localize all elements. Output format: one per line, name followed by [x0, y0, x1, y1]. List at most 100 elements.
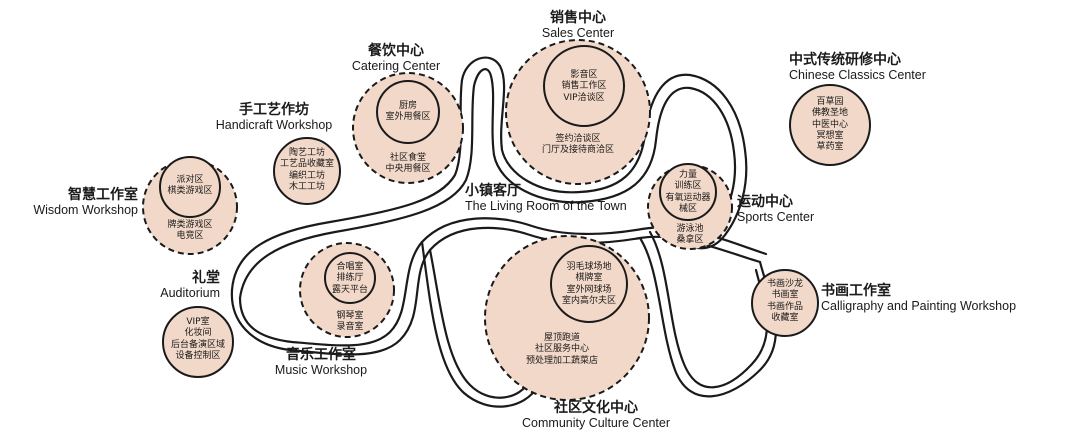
living-title-zh: 小镇客厅 [465, 183, 521, 199]
music-title-en: Music Workshop [274, 363, 368, 378]
list-item: 械区 [678, 203, 697, 214]
handicraft-title-zh: 手工艺作坊 [239, 102, 309, 118]
list-item: 中医中心 [811, 119, 848, 130]
list-item: 牌类游戏区 [167, 220, 213, 230]
wisdom-outer-list: 牌类游戏区 电竞区 [155, 220, 225, 243]
list-item: 收藏室 [771, 312, 799, 323]
auditorium-title-en: Auditorium [160, 286, 220, 301]
music-inner-ring [324, 252, 376, 304]
sports-outer-list: 游泳池 桑拿区 [660, 224, 720, 247]
list-item: 钢琴室 [336, 311, 364, 321]
list-item: 门厅及接待商洽区 [541, 145, 614, 156]
sales-title: 销售中心 Sales Center [532, 10, 624, 40]
list-item: 棋牌室 [575, 273, 603, 284]
calligraphy-ring [751, 269, 819, 337]
list-item: 室外网球场 [566, 284, 612, 295]
list-item: 工艺品收藏室 [279, 159, 334, 170]
flow-path-line-a [230, 56, 748, 292]
list-item: 桑拿区 [676, 235, 704, 246]
living-title: 小镇客厅 The Living Room of the Town [465, 183, 627, 213]
list-item: 销售工作区 [561, 81, 607, 92]
list-item: 派对区 [176, 175, 204, 185]
sports-inner-ring [659, 163, 717, 221]
wisdom-title-zh: 智慧工作室 [68, 187, 138, 203]
flow-path-line-d [238, 217, 768, 347]
list-item: 百草园 [816, 97, 844, 107]
wisdom-inner-ring [159, 156, 221, 218]
list-item: 佛教圣地 [811, 108, 848, 119]
chinese-ring [789, 84, 871, 166]
list-item: 屋顶跑道 [543, 333, 580, 343]
list-item: 书画室 [771, 290, 799, 301]
calligraphy-title-en: Calligraphy and Painting Workshop [821, 299, 1017, 314]
catering-title: 餐饮中心 Catering Center [344, 43, 448, 73]
list-item: 力量 [678, 170, 697, 180]
list-item: 设备控制区 [175, 350, 221, 361]
sales-outer-list: 签约洽谈区 门厅及接待商洽区 [528, 134, 628, 157]
chinese-title-zh: 中式传统研修中心 [789, 52, 901, 68]
wisdom-inner-list: 派对区 棋类游戏区 [155, 175, 225, 198]
living-title-en: The Living Room of the Town [465, 199, 627, 214]
auditorium-title-zh: 礼堂 [192, 270, 220, 286]
list-item: 影音区 [570, 70, 598, 80]
list-item: 游泳池 [676, 224, 704, 234]
list-item: 预处理加工蔬菜店 [525, 355, 598, 366]
list-item: 露天平台 [331, 284, 368, 295]
catering-title-en: Catering Center [351, 59, 441, 74]
flow-path-line-b [238, 68, 737, 300]
culture-inner-ring [550, 245, 628, 323]
catering-title-zh: 餐饮中心 [368, 43, 424, 59]
handicraft-ring [273, 137, 341, 205]
catering-outer-list: 社区食堂 中央用餐区 [373, 153, 443, 176]
catering-inner-list: 厨房 室外用餐区 [373, 101, 443, 124]
list-item: VIP洽谈区 [563, 92, 605, 103]
sports-inner-list: 力量 训练区 有氧运动器 械区 [655, 170, 721, 215]
list-item: 编织工坊 [288, 170, 325, 181]
culture-outer-list: 屋顶跑道 社区服务中心 预处理加工蔬菜店 [507, 333, 617, 367]
calligraphy-title: 书画工作室 Calligraphy and Painting Workshop [821, 283, 1016, 313]
handicraft-title-en: Handicraft Workshop [215, 118, 333, 133]
list-item: 书画沙龙 [766, 279, 803, 289]
chinese-list: 百草园 佛教圣地 中医中心 冥想室 草药室 [795, 97, 865, 153]
sales-inner-ring [543, 45, 625, 127]
list-item: VIP室 [186, 317, 210, 327]
list-item: 训练区 [674, 181, 702, 192]
music-title: 音乐工作室 Music Workshop [262, 347, 380, 377]
chinese-title-en: Chinese Classics Center [789, 68, 926, 83]
list-item: 厨房 [398, 101, 417, 111]
list-item: 室内高尔夫区 [561, 295, 616, 306]
sports-title-zh: 运动中心 [737, 194, 793, 210]
catering-inner-ring [376, 80, 440, 144]
sales-title-en: Sales Center [541, 26, 615, 41]
flow-path-line-e [428, 248, 532, 399]
list-item: 书画作品 [766, 301, 803, 312]
culture-title-en: Community Culture Center [522, 416, 670, 431]
list-item: 室外用餐区 [385, 112, 431, 123]
list-item: 化妆间 [184, 328, 212, 339]
list-item: 合唱室 [336, 262, 364, 272]
auditorium-ring [162, 306, 234, 378]
auditorium-list: VIP室 化妆间 后台备演区域 设备控制区 [158, 317, 238, 362]
list-item: 草药室 [816, 142, 844, 152]
list-item: 羽毛球场地 [566, 262, 612, 272]
list-item: 后台备演区域 [170, 339, 225, 350]
flow-path [230, 56, 777, 408]
auditorium-title: 礼堂 Auditorium [130, 270, 220, 300]
wisdom-title-en: Wisdom Workshop [33, 203, 138, 218]
music-outer-list: 钢琴室 录音室 [320, 311, 380, 334]
culture-inner-list: 羽毛球场地 棋牌室 室外网球场 室内高尔夫区 [549, 262, 629, 307]
handicraft-list: 陶艺工坊 工艺品收藏室 编织工坊 木工工坊 [272, 148, 342, 193]
list-item: 录音室 [336, 322, 364, 333]
culture-title: 社区文化中心 Community Culture Center [503, 400, 689, 430]
list-item: 棋类游戏区 [167, 186, 213, 197]
sales-inner-list: 影音区 销售工作区 VIP洽谈区 [544, 70, 624, 104]
chinese-title: 中式传统研修中心 Chinese Classics Center [789, 52, 926, 82]
list-item: 社区食堂 [389, 153, 426, 163]
flow-path-line-f [420, 240, 540, 408]
sports-title: 运动中心 Sports Center [737, 194, 814, 224]
list-item: 中央用餐区 [385, 164, 431, 175]
list-item: 签约洽谈区 [555, 134, 601, 144]
list-item: 排练厅 [336, 273, 364, 284]
